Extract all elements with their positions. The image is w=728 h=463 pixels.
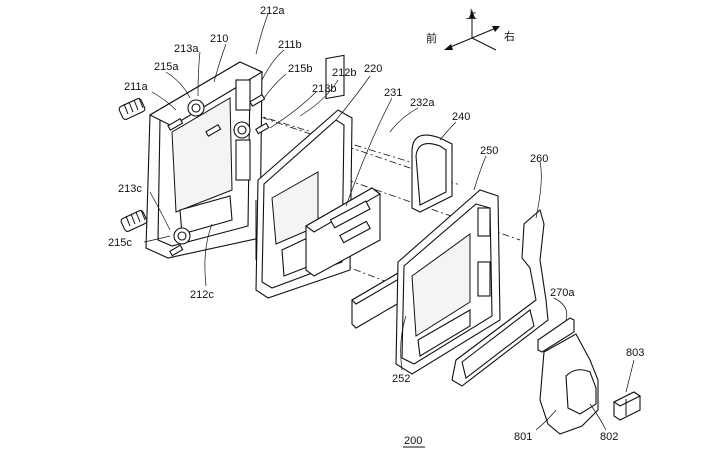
compass-right-label: 右 <box>504 29 515 43</box>
label-270a: 270a <box>550 287 575 299</box>
compass-up-head <box>469 10 475 18</box>
frame-210 <box>145 61 270 259</box>
label-260: 260 <box>530 153 548 165</box>
cable-270a <box>537 317 599 435</box>
figure-number: 200 <box>403 435 425 448</box>
connector-803 <box>612 391 642 421</box>
compass-back-line <box>471 37 497 51</box>
figure-number-label: 200 <box>404 435 422 447</box>
flex-240 <box>411 134 453 213</box>
compass-up-label: 上 <box>466 8 477 21</box>
label-213b: 213b <box>312 83 336 95</box>
label-212c: 212c <box>190 289 214 301</box>
strip-232a <box>351 271 405 329</box>
compass-right-arrow <box>471 27 497 39</box>
label-250: 250 <box>480 145 498 157</box>
label-210: 210 <box>210 33 228 45</box>
label-215c: 215c <box>108 237 132 249</box>
compass-front-label: 前 <box>426 31 437 45</box>
direction-compass: 上 前 右 <box>426 8 515 51</box>
label-212b: 212b <box>332 67 356 79</box>
label-802: 802 <box>600 431 618 443</box>
board-260 <box>451 209 549 387</box>
label-213c: 213c <box>118 183 142 195</box>
label-215a: 215a <box>154 61 179 73</box>
label-252: 252 <box>392 373 410 385</box>
label-801: 801 <box>514 431 532 443</box>
reference-labels: 210 213a 215a 211a 212a 211b 215b 213b 2… <box>108 5 644 443</box>
spring-lower <box>120 209 148 232</box>
label-213a: 213a <box>174 43 199 55</box>
label-211a: 211a <box>124 81 149 93</box>
label-803: 803 <box>626 347 644 359</box>
sensor-231 <box>305 187 381 277</box>
label-212a: 212a <box>260 5 285 17</box>
label-211b: 211b <box>278 39 302 51</box>
label-220: 220 <box>364 63 382 75</box>
label-215b: 215b <box>288 63 312 75</box>
label-240: 240 <box>452 111 470 123</box>
compass-front-head <box>444 44 453 50</box>
label-231: 231 <box>384 87 402 99</box>
compass-front-arrow <box>447 37 473 49</box>
label-232a: 232a <box>410 97 435 109</box>
frame-250 <box>395 189 501 375</box>
leader-lines <box>143 13 635 431</box>
spring-upper <box>118 97 146 120</box>
compass-right-head <box>492 26 500 32</box>
